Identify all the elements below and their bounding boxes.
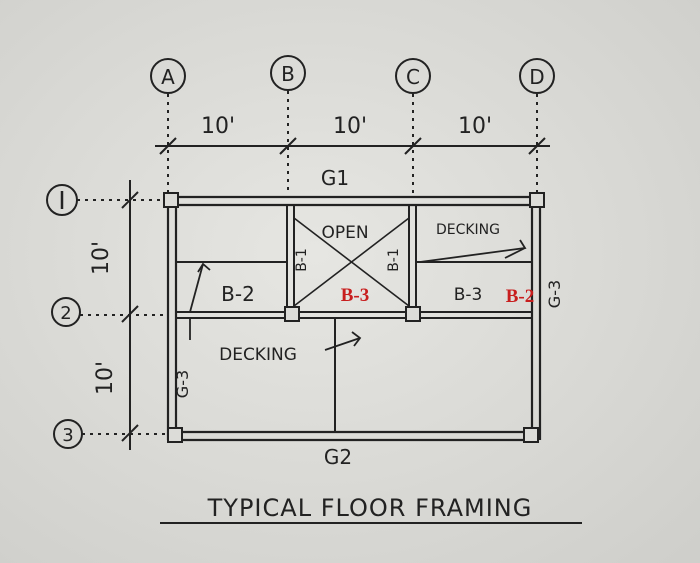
grid-bubble-a: A [150, 58, 186, 94]
grid-bubble-2: 2 [51, 297, 81, 327]
column-a3 [167, 427, 183, 443]
beam-row-2 [176, 311, 532, 319]
label-b2: B-2 [221, 282, 255, 306]
beam-b1-right [408, 205, 417, 312]
drawing-title: TYPICAL FLOOR FRAMING [207, 494, 533, 522]
column-c2 [405, 306, 421, 322]
grid-label-b: B [281, 62, 295, 86]
label-g1: G1 [321, 166, 349, 190]
columns [163, 192, 545, 443]
grid-label-a: A [161, 65, 175, 89]
dim-c-d: 10' [458, 114, 492, 139]
beam-b1-left [286, 205, 295, 312]
label-decking-bottom: DECKING [219, 345, 297, 365]
grid-label-3: 3 [62, 425, 73, 446]
girder-g2 [170, 430, 536, 442]
open-area-x [293, 217, 410, 307]
dim-a-b: 10' [201, 114, 235, 139]
label-g2: G2 [324, 445, 352, 469]
top-dimension-line [155, 137, 550, 155]
label-b1-left: B-1 [294, 248, 310, 272]
decking-arrows [189, 239, 527, 351]
label-g3-right: G-3 [545, 280, 564, 308]
column-a1 [163, 192, 179, 208]
dim-1-2: 10' [89, 241, 114, 275]
label-b3-hand: B-3 [454, 285, 483, 305]
dim-2-3: 10' [93, 361, 118, 395]
column-b2 [284, 306, 300, 322]
annotation-b3-red: B-3 [341, 285, 370, 306]
column-d3 [523, 427, 539, 443]
row-grid-lines [77, 199, 165, 435]
label-g3-left: G-3 [173, 370, 192, 398]
annotation-b2-red: B-2 [506, 286, 535, 307]
label-open: OPEN [321, 223, 368, 243]
grid-label-c: C [406, 65, 420, 89]
label-decking-top: DECKING [436, 222, 500, 238]
grid-bubble-d: D [519, 58, 555, 94]
column-grid-lines [167, 91, 538, 195]
grid-label-2: 2 [60, 303, 71, 324]
dim-b-c: 10' [333, 114, 367, 139]
column-d1 [529, 192, 545, 208]
grid-label-d: D [529, 65, 544, 89]
girder-g1 [170, 195, 536, 207]
label-b1-right: B-1 [386, 248, 402, 272]
left-dimension-line [121, 180, 139, 450]
grid-bubble-b: B [270, 55, 306, 91]
grid-label-1: 1 [62, 205, 63, 207]
grid-bubble-c: C [395, 58, 431, 94]
